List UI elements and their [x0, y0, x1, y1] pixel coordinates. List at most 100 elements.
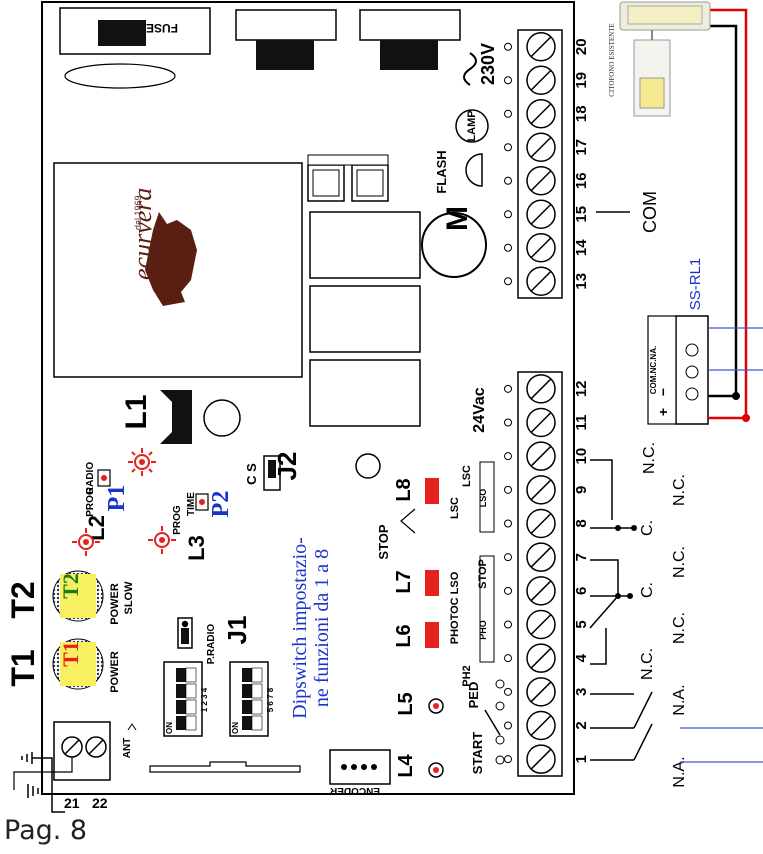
black-wire [708, 24, 738, 398]
svg-text:dal 1969: dal 1969 [133, 195, 143, 230]
l6-label: L6 [393, 624, 415, 647]
v24-label: 24Vac [471, 387, 488, 432]
relay-top-2-body [380, 40, 438, 70]
capacitor [355, 453, 381, 479]
photoc-lso-label: PHOTOC LSO [449, 571, 461, 644]
nc-contact-5: N.C. [671, 612, 688, 644]
terminal-top-number-16: 16 [573, 172, 590, 189]
trimmer-t1[interactable] [52, 638, 104, 690]
p2-label: P2 [208, 491, 234, 518]
terminal-bottom-number-4: 4 [573, 653, 590, 662]
led-l8 [425, 478, 439, 504]
relay-2 [309, 285, 421, 353]
minus-label: − [655, 388, 671, 396]
intercom-image [619, 1, 711, 117]
relay-top-2 [359, 9, 461, 41]
lsc-label: LSC [461, 465, 473, 487]
led-l7 [425, 570, 439, 596]
ant-label: ANT [122, 738, 133, 759]
on-label-2: ON [231, 722, 240, 734]
j2-label: J2 [272, 452, 302, 481]
dip2-numbers: 5 6 7 8 [266, 687, 275, 712]
plus-label: + [655, 408, 671, 416]
oval-outline [64, 63, 176, 89]
terminal-top-number-19: 19 [573, 72, 590, 89]
dipswitch-5-8[interactable] [229, 661, 269, 737]
page-number: Pag. 8 [4, 815, 88, 846]
dip-caption-1: Dipswitch impostazio- [289, 537, 311, 719]
citofono-label: CITOFONO ESISTENTE [608, 23, 616, 97]
terminal-top-number-13: 13 [573, 273, 590, 290]
dipswitch-1-4[interactable] [163, 661, 203, 737]
t1-big-label: T1 [5, 649, 41, 686]
power-label-2: POWER [109, 583, 121, 625]
dip-caption-2: ne funzioni da 1 a 8 [311, 549, 333, 707]
terminal-bottom-number-10: 10 [573, 448, 590, 465]
led-l6 [425, 622, 439, 648]
stop-label: STOP [376, 524, 391, 559]
red-wire [708, 8, 748, 420]
terminal-bottom-number-12: 12 [573, 380, 590, 397]
heatsink [160, 390, 192, 444]
relay-top-1 [235, 9, 337, 41]
lso-label: LSO [478, 489, 488, 508]
terminal-top-number-18: 18 [573, 105, 590, 122]
prog1-label: PROG [85, 487, 96, 517]
securvera-logo: ecurvera dal 1969 [128, 188, 197, 306]
terminal-21: 21 [64, 795, 80, 811]
terminal-top-number-17: 17 [573, 139, 590, 156]
terminal-top-number-15: 15 [573, 206, 590, 223]
l1-label: L1 [120, 394, 153, 429]
terminal-screws-top [504, 32, 556, 296]
c-contact-8: C. [639, 520, 656, 536]
flash-label: FLASH [434, 150, 449, 193]
t1-trimmer-label: T1 [58, 641, 83, 667]
motor-label: M [441, 206, 474, 231]
relay-term-labels: COM.NC.NA. [649, 346, 658, 394]
terminal-bottom-number-11: 11 [573, 415, 590, 431]
relay-1 [309, 211, 421, 279]
encoder-label: ENCODER [329, 785, 380, 796]
ground-symbol [21, 752, 65, 813]
led-l2 [72, 528, 100, 556]
l7-label: L7 [393, 570, 415, 593]
nc-contact-9: N.C. [671, 474, 688, 506]
terminal-bottom-number-8: 8 [573, 519, 590, 527]
led-l3 [148, 526, 176, 554]
terminal-bottom-number-6: 6 [573, 587, 590, 595]
start-label: START [470, 732, 485, 774]
p1-label: P1 [104, 485, 130, 512]
terminal-strip-bottom [517, 371, 563, 777]
dip1-numbers: 1 2 3 4 [200, 687, 209, 712]
power-label-1: POWER [109, 651, 121, 693]
ped-label: PED [466, 682, 481, 709]
na-contact-3: N.A. [671, 684, 688, 715]
t2-trimmer-label: T2 [58, 573, 83, 599]
nc-contact-4: N.C. [639, 648, 656, 680]
motor-symbol [421, 212, 487, 278]
lamp-label: LAMP [466, 110, 478, 141]
relay-top-1-body [256, 40, 314, 70]
terminal-bottom-number-3: 3 [573, 688, 590, 696]
nc-contacts-wiring [589, 459, 634, 665]
relay-3 [309, 359, 421, 427]
prog2-label: PROG [172, 505, 183, 535]
c-contact-6: C. [639, 582, 656, 598]
trimmer-t2[interactable] [52, 570, 104, 622]
terminal-top-number-20: 20 [573, 38, 590, 55]
v230-label: 230V [478, 43, 498, 85]
led-l1 [128, 448, 156, 476]
cs-label: C S [244, 463, 259, 485]
pradio-label: P.RADIO [206, 624, 217, 665]
j1-label: J1 [222, 616, 252, 645]
stop-term-label: STOP [477, 559, 489, 589]
ss-rl1-label: SS-RL1 [687, 258, 704, 311]
terminal-bottom-number-9: 9 [573, 486, 590, 494]
lamp-symbol [455, 109, 489, 143]
fuse [98, 20, 146, 46]
nc-contact-7: N.C. [671, 546, 688, 578]
terminal-screws-bottom [504, 374, 556, 774]
slow-label: SLOW [123, 581, 135, 615]
